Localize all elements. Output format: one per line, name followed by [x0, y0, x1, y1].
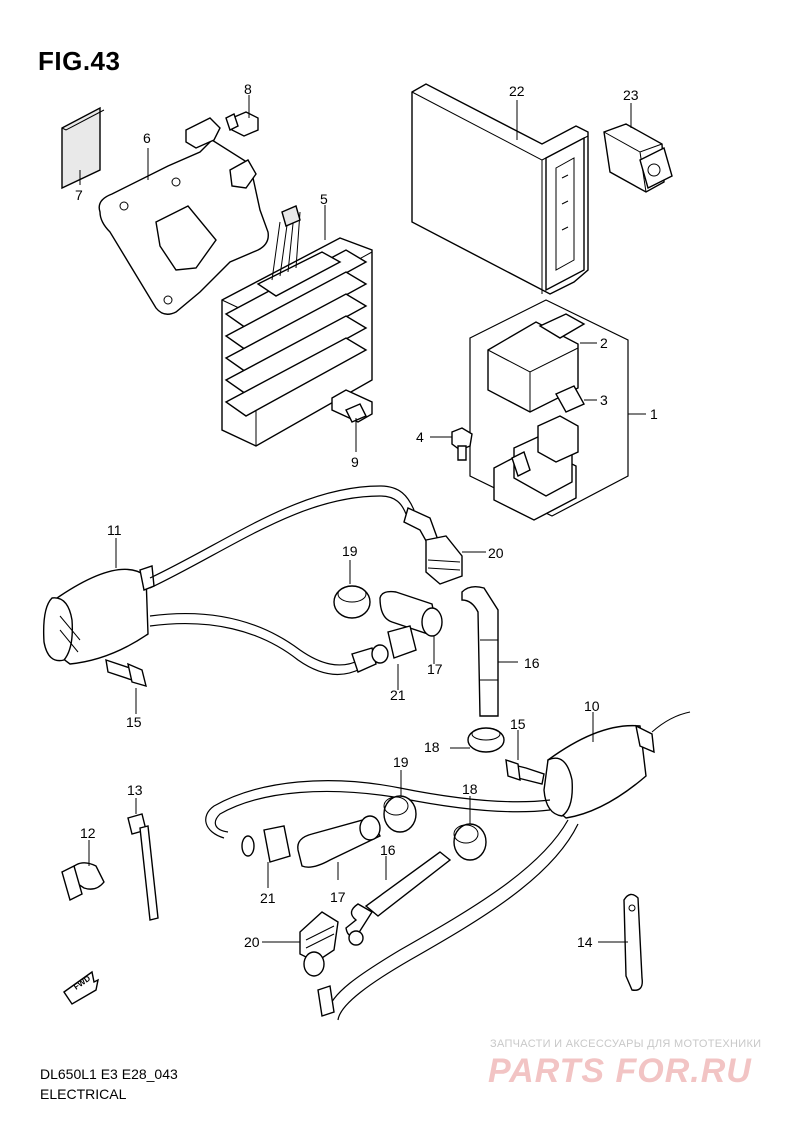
- callout-10: 10: [584, 698, 600, 714]
- part-1-fuse-box-assembly: [469, 299, 629, 521]
- callout-16a: 16: [524, 655, 540, 671]
- part-19-grommet-upper: [333, 585, 371, 619]
- callout-17a: 17: [427, 661, 443, 677]
- watermark-logo: PARTS FOR.RU: [488, 1052, 752, 1090]
- callout-15a: 15: [126, 714, 142, 730]
- callout-18a: 18: [424, 739, 440, 755]
- callout-14: 14: [577, 934, 593, 950]
- part-15-bolt-b: [505, 758, 545, 785]
- part-22-ecm: [411, 83, 589, 295]
- model-code: DL650L1 E3 E28_043: [40, 1066, 178, 1082]
- callout-21a: 21: [390, 687, 406, 703]
- part-8-bolt: [225, 111, 259, 137]
- part-11-high-tension-cords: [149, 485, 439, 675]
- part-15-bolt-a: [105, 658, 147, 688]
- callout-2: 2: [600, 335, 608, 351]
- part-6-regulator-bracket: [98, 117, 269, 315]
- callout-4: 4: [416, 429, 424, 445]
- part-9-bolt: [331, 389, 373, 423]
- part-5-regulator-rectifier: [221, 205, 373, 447]
- part-18-seal-lower: [453, 823, 487, 861]
- fwd-arrow-icon: FWD: [63, 970, 99, 1005]
- leader-lines: [79, 95, 646, 943]
- callout-21b: 21: [260, 890, 276, 906]
- callout-9: 9: [351, 454, 359, 470]
- callout-12: 12: [80, 825, 96, 841]
- callout-20b: 20: [244, 934, 260, 950]
- part-18-seal-upper: [467, 727, 505, 753]
- callout-5: 5: [320, 191, 328, 207]
- part-16-plug-cord-upper: [461, 585, 499, 717]
- part-4-screw: [451, 427, 473, 461]
- part-12-clamp: [61, 862, 105, 902]
- callout-23: 23: [623, 87, 639, 103]
- callout-19b: 19: [393, 754, 409, 770]
- callout-6: 6: [143, 130, 151, 146]
- callout-17b: 17: [330, 889, 346, 905]
- part-14-clip: [623, 893, 643, 991]
- part-20-plug-cap-upper: [425, 535, 463, 585]
- callout-18b: 18: [462, 781, 478, 797]
- callout-11: 11: [107, 522, 122, 538]
- part-7-label-plate: [61, 106, 105, 190]
- callout-22: 22: [509, 83, 525, 99]
- figure-title: FIG.43: [38, 46, 121, 76]
- callout-7: 7: [75, 187, 83, 203]
- callout-3: 3: [600, 392, 608, 408]
- part-10-ignition-coil: [543, 711, 691, 819]
- callout-1: 1: [650, 406, 658, 422]
- callout-numbers: 1 2 3 4 5 6 7 8 9 10 11 12 13 14 15 15 1…: [75, 81, 658, 950]
- part-17-cap-upper: [379, 590, 443, 637]
- part-20-plug-cap-lower: [299, 911, 339, 977]
- part-23-connector: [603, 123, 673, 193]
- part-21-boot-lower: [241, 825, 291, 863]
- part-17-cap-lower: [297, 815, 381, 868]
- part-19-grommet-lower: [383, 795, 417, 833]
- section-name: ELECTRICAL: [40, 1086, 127, 1102]
- part-10-high-tension-cords: [205, 780, 579, 1021]
- part-11-ignition-coil: [42, 565, 155, 665]
- part-13-cable-tie: [127, 813, 159, 921]
- callout-15b: 15: [510, 716, 526, 732]
- watermark-tagline: ЗАПЧАСТИ И АКСЕССУАРЫ ДЛЯ МОТОТЕХНИКИ: [490, 1038, 762, 1050]
- callout-20a: 20: [488, 545, 504, 561]
- callout-8: 8: [244, 81, 252, 97]
- callout-16b: 16: [380, 842, 396, 858]
- part-21-boot-upper: [371, 625, 417, 664]
- callout-19a: 19: [342, 543, 358, 559]
- part-16-plug-cord-lower: [345, 851, 452, 946]
- callout-13: 13: [127, 782, 143, 798]
